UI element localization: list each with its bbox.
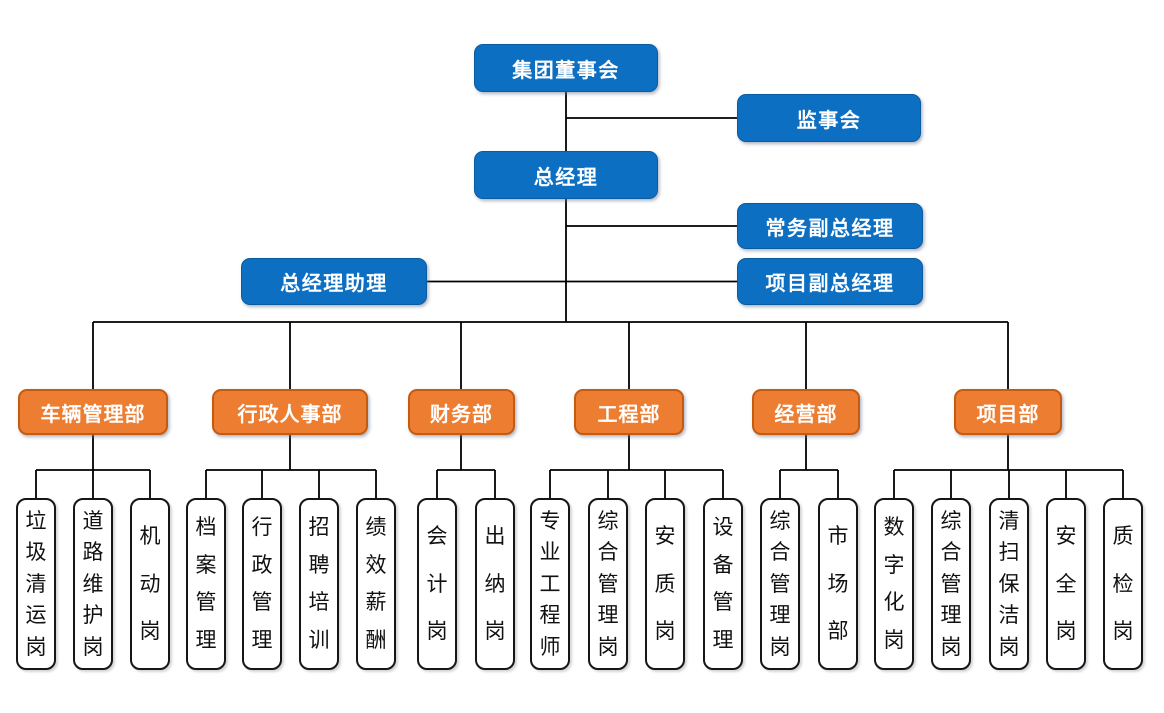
- node-gm-assistant: 总经理助理: [241, 258, 427, 305]
- position-garbage-removal: 垃圾清运岗: [16, 498, 56, 670]
- node-executive-deputy-gm: 常务副总经理: [737, 203, 923, 249]
- position-performance-compensation: 绩效薪酬: [356, 498, 396, 670]
- position-road-maintenance: 道路维护岗: [73, 498, 113, 670]
- position-digitalization: 数字化岗: [874, 498, 914, 670]
- position-general-management-engineering: 综合管理岗: [588, 498, 628, 670]
- node-board-of-directors: 集团董事会: [474, 44, 658, 92]
- dept-admin-hr: 行政人事部: [212, 389, 368, 435]
- position-safety: 安全岗: [1046, 498, 1086, 670]
- dept-engineering: 工程部: [574, 389, 684, 435]
- position-archives-management: 档案管理: [186, 498, 226, 670]
- dept-vehicle-management: 车辆管理部: [18, 389, 168, 435]
- dept-finance: 财务部: [408, 389, 515, 435]
- dept-operations: 经营部: [752, 389, 860, 435]
- dept-project: 项目部: [954, 389, 1062, 435]
- node-supervisory-board: 监事会: [737, 94, 921, 142]
- position-safety-quality: 安质岗: [645, 498, 685, 670]
- node-general-manager: 总经理: [474, 151, 658, 199]
- position-quality-inspection: 质检岗: [1103, 498, 1143, 670]
- position-mobile: 机动岗: [130, 498, 170, 670]
- node-project-deputy-gm: 项目副总经理: [737, 258, 923, 305]
- position-recruitment-training: 招聘培训: [299, 498, 339, 670]
- position-cashier: 出纳岗: [475, 498, 515, 670]
- position-general-management-operations: 综合管理岗: [760, 498, 800, 670]
- position-equipment-management: 设备管理: [703, 498, 743, 670]
- position-general-management-project: 综合管理岗: [931, 498, 971, 670]
- position-accounting: 会计岗: [417, 498, 457, 670]
- position-admin-management: 行政管理: [242, 498, 282, 670]
- position-professional-engineer: 专业工程师: [530, 498, 570, 670]
- position-cleaning: 清扫保洁岗: [989, 498, 1029, 670]
- position-market: 市场部: [818, 498, 858, 670]
